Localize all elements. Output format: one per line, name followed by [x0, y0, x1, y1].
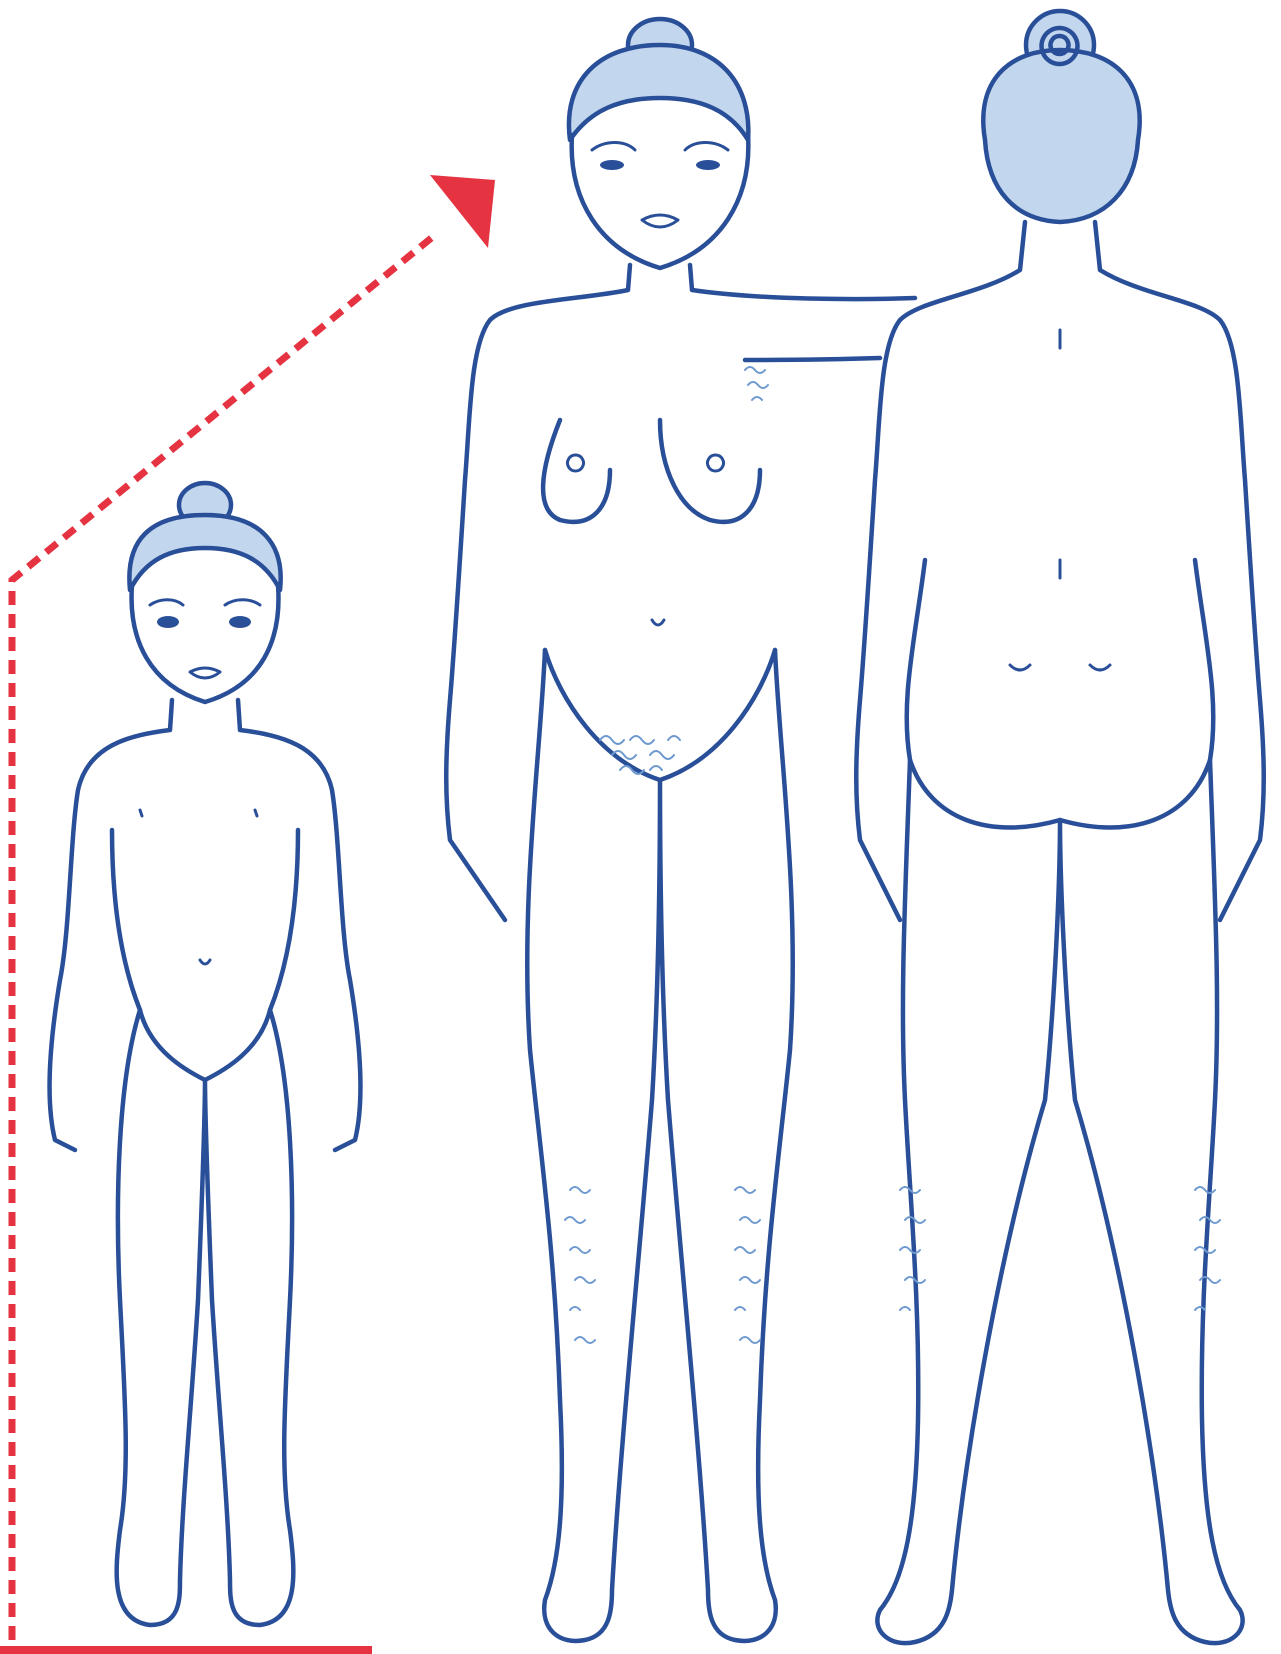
adult-back-hair — [983, 50, 1139, 222]
adult-front-right-eye-icon — [696, 160, 720, 170]
adult-front-body-details — [568, 455, 724, 625]
adult-front-armpit-hair — [745, 367, 768, 400]
adult-front-pubic-hair — [600, 736, 680, 774]
growth-indicator — [0, 175, 495, 1650]
adult-front-left-eye-icon — [600, 160, 624, 170]
child-hair — [129, 515, 280, 590]
adult-front-eyebrows — [592, 143, 728, 151]
adult-back-figure — [856, 11, 1264, 1643]
adult-front-mouth — [642, 215, 678, 227]
child-body-details — [140, 810, 257, 964]
child-mouth — [190, 668, 220, 678]
adult-front-leg-hair — [565, 1187, 760, 1343]
child-legs-outline — [117, 1010, 294, 1625]
child-eyebrows — [150, 600, 260, 605]
child-right-eye-icon — [229, 616, 251, 628]
adult-back-body-details — [1010, 330, 1110, 670]
adult-front-hair — [569, 45, 748, 140]
growth-dashed-line — [12, 235, 435, 1640]
adult-front-legs-outline — [527, 650, 793, 1641]
adult-front-face — [572, 135, 749, 268]
child-front-figure — [50, 483, 361, 1625]
adult-front-figure — [446, 19, 915, 1641]
adult-back-leg-hair — [900, 1187, 1220, 1310]
adult-front-torso-outline — [446, 265, 915, 920]
child-left-eye-icon — [157, 616, 179, 628]
growth-arrowhead — [430, 175, 495, 248]
adult-back-legs-outline — [877, 760, 1242, 1643]
